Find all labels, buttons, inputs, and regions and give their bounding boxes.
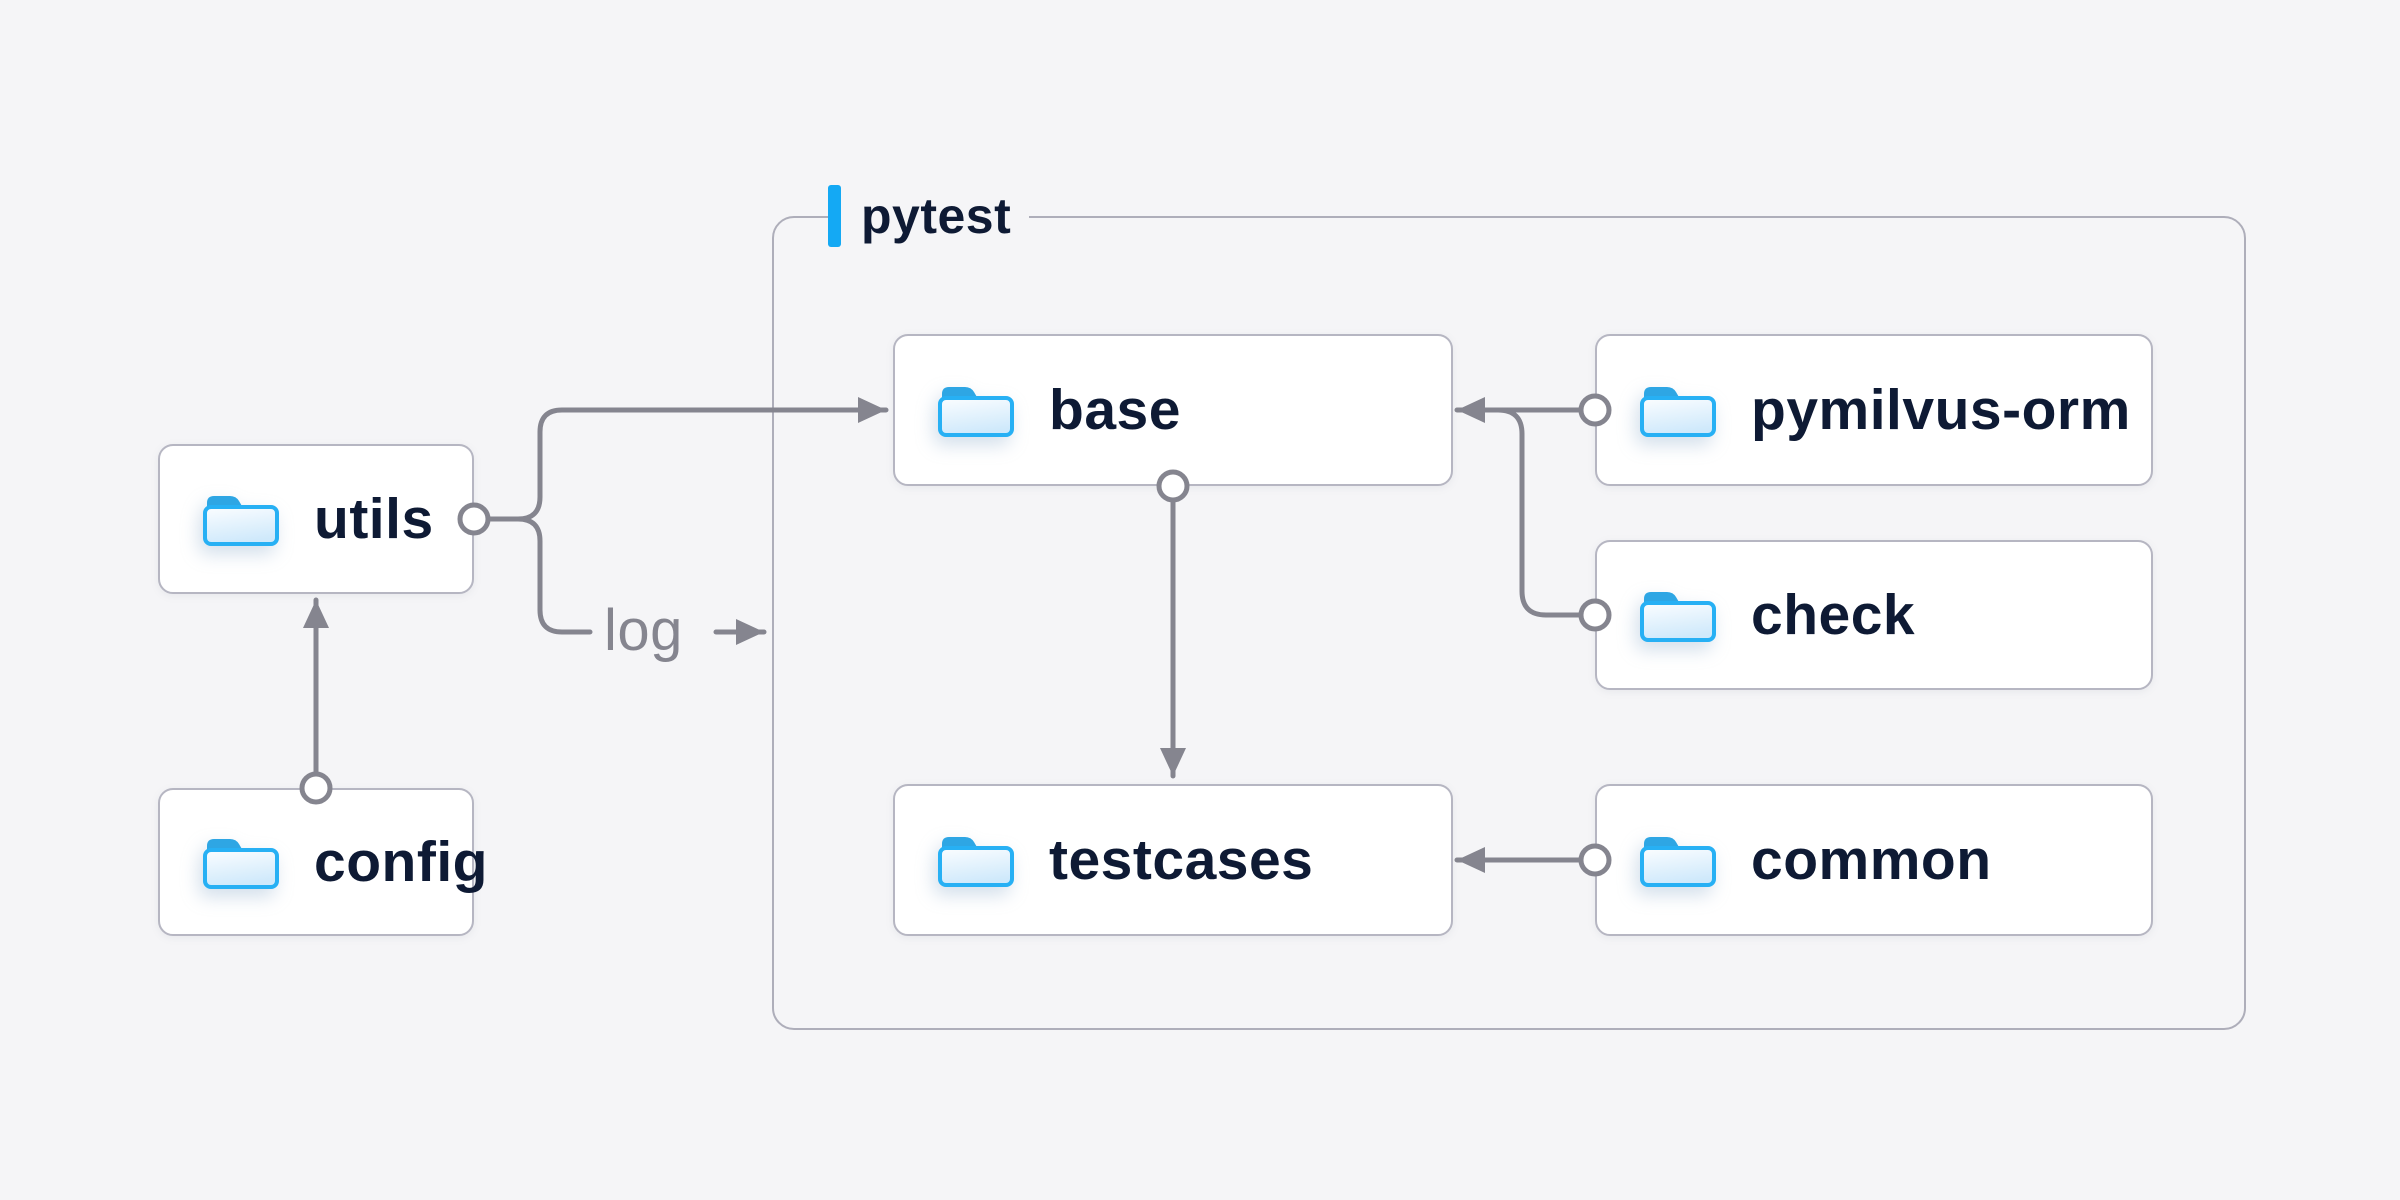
node-label: check bbox=[1751, 582, 1916, 647]
folder-icon bbox=[203, 839, 279, 889]
folder-icon bbox=[1640, 387, 1716, 437]
accent-bar bbox=[828, 185, 841, 247]
node-config: config bbox=[158, 788, 487, 936]
node-check: check bbox=[1595, 540, 2153, 690]
log-edge-label: log bbox=[604, 598, 683, 663]
node-common: common bbox=[1595, 784, 2153, 936]
node-pymilvus-orm: pymilvus-orm bbox=[1595, 334, 2153, 486]
node-label: common bbox=[1751, 827, 1992, 892]
folder-icon bbox=[938, 387, 1014, 437]
folder-icon bbox=[203, 496, 279, 546]
pytest-group-label-text: pytest bbox=[861, 188, 1012, 244]
node-base: base bbox=[893, 334, 1453, 486]
node-label: pymilvus-orm bbox=[1751, 377, 2131, 442]
folder-icon bbox=[1640, 837, 1716, 887]
node-label: base bbox=[1049, 377, 1181, 442]
edge-utils-to-log bbox=[486, 516, 593, 635]
node-label: utils bbox=[314, 486, 434, 551]
folder-icon bbox=[1640, 592, 1716, 642]
node-utils: utils bbox=[158, 444, 474, 594]
node-label: config bbox=[314, 829, 488, 894]
folder-icon bbox=[938, 837, 1014, 887]
node-label: testcases bbox=[1049, 827, 1314, 892]
pytest-group-label: pytest bbox=[828, 184, 1030, 248]
pytest-group bbox=[772, 216, 2246, 1030]
node-testcases: testcases bbox=[893, 784, 1453, 936]
